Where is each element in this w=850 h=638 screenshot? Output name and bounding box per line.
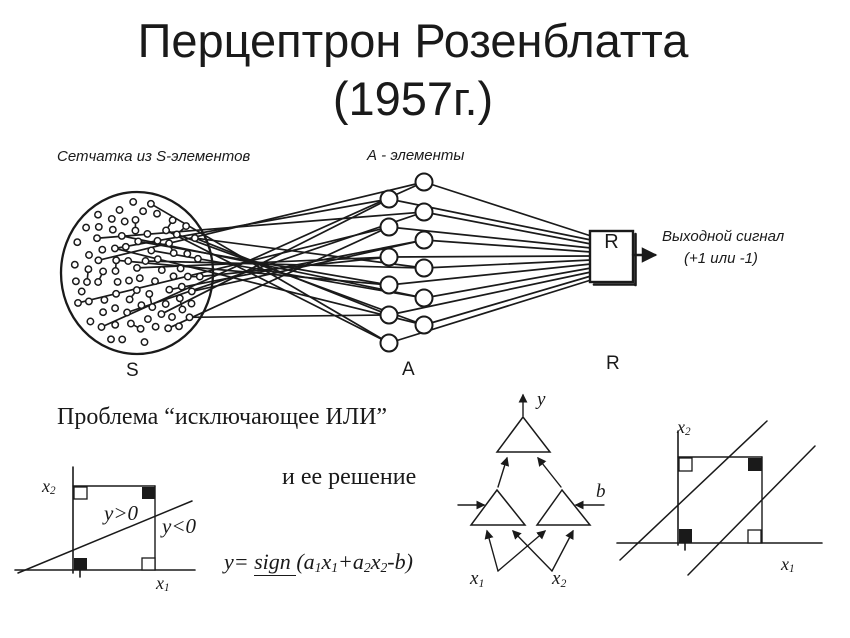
corner-0-1-white (73, 486, 88, 500)
network-bias-label: b (596, 481, 606, 502)
title-line-1: Перцептрон Розенблатта (137, 14, 689, 67)
hidden-neuron-right-triangle (535, 488, 592, 526)
left-plot-x1-axis-label: x1 (156, 573, 170, 595)
network-x2-input-label: x2 (552, 568, 567, 590)
output-signal-line-1: Выходной сигнал (662, 228, 785, 245)
a-element-circles (379, 172, 434, 353)
xor-left-plot (14, 466, 196, 578)
retina-label: Сетчатка из S-элементов (57, 148, 251, 165)
corner-0-0-black (679, 529, 692, 543)
xor-right-plot (616, 420, 823, 576)
r-box (588, 229, 635, 284)
perceptron-diagram (59, 172, 658, 356)
output-signal-line-2: (+1 или -1) (684, 250, 758, 267)
r-box-letter: R (604, 231, 619, 253)
corner-1-1-black (142, 487, 155, 499)
left-plot-below-line-label: y<0 (162, 514, 196, 538)
xor-solution-text: и ее решение (282, 464, 417, 490)
a-elements-label: А - элементы (367, 147, 465, 164)
corner-0-0-black (74, 558, 87, 570)
s-layer-label: S (126, 360, 139, 381)
output-neuron-triangle (495, 415, 552, 453)
retina-dots (70, 197, 204, 347)
solution-network (457, 393, 605, 572)
hidden-neuron-left-triangle (469, 488, 527, 526)
title-line-2: (1957г.) (332, 72, 494, 126)
left-plot-x2-axis-label: x2 (42, 476, 56, 498)
slide-title: Перцептрон Розенблатта (1957г.) (0, 12, 838, 129)
r-layer-label: R (606, 353, 620, 374)
network-x1-input-label: x1 (470, 568, 485, 590)
right-plot-x1-axis-label: x1 (781, 554, 795, 576)
a-layer-label: A (402, 359, 415, 380)
xor-problem-text: Проблема “исключающее ИЛИ” (57, 404, 388, 430)
network-output-label: y (537, 389, 546, 410)
right-plot-x2-axis-label: x2 (677, 417, 691, 439)
corner-1-1-black (748, 458, 762, 471)
corner-1-0-white (747, 529, 762, 544)
corner-0-1-white (678, 457, 693, 472)
perceptron-formula: y= sign (a1x1+a2x2-b) (224, 549, 413, 576)
corner-1-0-white (141, 557, 156, 571)
left-plot-above-line-label: y>0 (104, 501, 138, 525)
